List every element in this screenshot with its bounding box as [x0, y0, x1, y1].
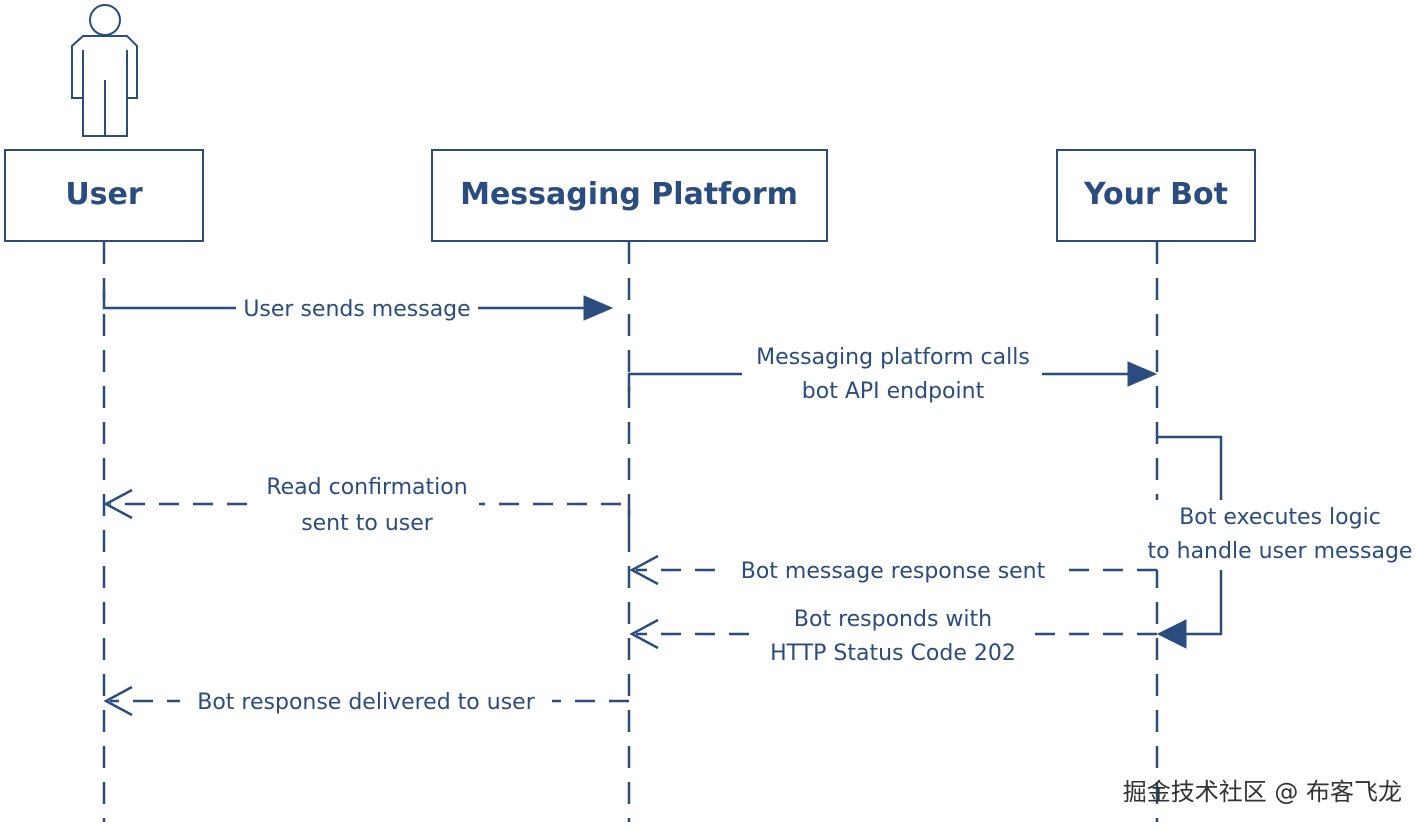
message-label: to handle user message — [1148, 539, 1413, 564]
message-label: Messaging platform calls — [756, 345, 1030, 370]
message-label: Read confirmation — [266, 475, 467, 500]
message-label: User sends message — [243, 297, 470, 322]
participant-user: User — [4, 149, 204, 242]
arrow-head-icon — [583, 295, 614, 321]
message-bot-responds-202: Bot responds with HTTP Status Code 202 — [629, 600, 1157, 670]
message-read-confirmation: Read confirmation sent to user — [103, 472, 631, 536]
message-user-sends: User sends message — [102, 290, 614, 324]
participant-bot-label: Your Bot — [1083, 177, 1228, 212]
arrow-head-icon — [1127, 361, 1158, 387]
participant-platform: Messaging Platform — [431, 149, 828, 242]
message-label: Bot response delivered to user — [197, 690, 535, 715]
arrow-head-icon — [1156, 619, 1187, 649]
message-label: bot API endpoint — [802, 379, 985, 404]
message-label: Bot message response sent — [741, 559, 1046, 584]
message-bot-executes-logic: Bot executes logic to handle user messag… — [1138, 435, 1422, 649]
open-arrow-icon — [103, 488, 133, 520]
open-arrow-icon — [629, 554, 659, 586]
person-icon — [71, 4, 138, 137]
message-label: sent to user — [301, 511, 434, 536]
open-arrow-icon — [103, 685, 133, 717]
participant-platform-label: Messaging Platform — [460, 177, 798, 212]
participant-user-label: User — [65, 177, 143, 212]
participant-bot: Your Bot — [1056, 149, 1256, 242]
message-label: HTTP Status Code 202 — [770, 641, 1016, 666]
message-bot-response-sent: Bot message response sent — [629, 554, 1157, 586]
message-label: Bot executes logic — [1179, 505, 1381, 530]
watermark: 掘金技术社区 @ 布客飞龙 — [1123, 778, 1402, 806]
message-label: Bot responds with — [794, 607, 992, 632]
open-arrow-icon — [629, 618, 659, 650]
message-response-delivered: Bot response delivered to user — [103, 685, 629, 717]
message-platform-calls-bot: Messaging platform calls bot API endpoin… — [627, 340, 1158, 404]
